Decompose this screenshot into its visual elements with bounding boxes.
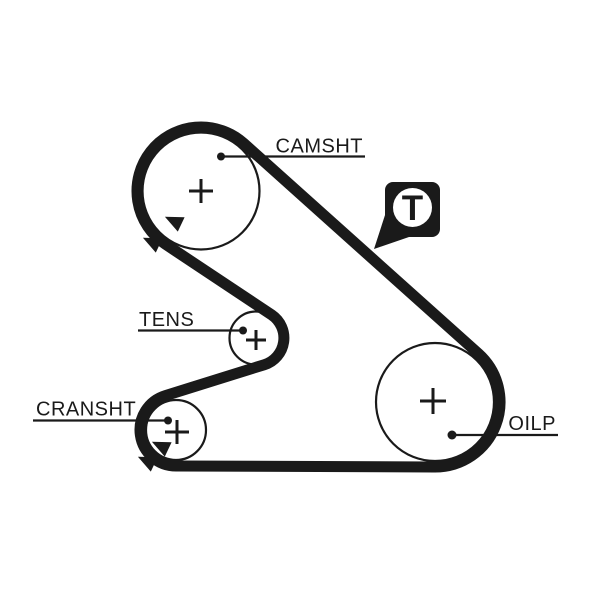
oil-pump-label-group: OILP: [447, 413, 558, 440]
tensioner-badge: T: [374, 182, 440, 249]
belt-direction-arrow-icon: [164, 216, 185, 232]
tensioner-label-group: TENS: [138, 309, 247, 335]
tensioner-leader-dot: [239, 326, 247, 335]
timing-belt: [131, 121, 506, 473]
camshaft-center-cross-icon: [189, 179, 213, 203]
badge-circle: [393, 188, 432, 227]
camshaft-label: CAMSHT: [276, 136, 363, 158]
oil-pump-center-cross-icon: [420, 388, 446, 414]
crankshaft-pulley: [144, 398, 208, 462]
oil-pump-leader-dot: [447, 430, 457, 440]
oil-pump-pulley: [374, 341, 496, 463]
belt-direction-arrow-icon: [142, 237, 163, 253]
tensioner-center-cross-icon: [246, 330, 266, 350]
tensioner-badge-letter-icon: T: [402, 189, 423, 228]
crankshaft-label: CRANSHT: [36, 399, 136, 421]
crankshaft-label-group: CRANSHT: [33, 399, 172, 425]
belt-direction-arrow-icon: [151, 441, 172, 457]
crankshaft-leader-dot: [164, 416, 172, 425]
camshaft-leader-dot: [217, 152, 225, 161]
crankshaft-center-cross-icon: [165, 420, 189, 444]
camshaft-label-group: CAMSHT: [217, 136, 365, 161]
tensioner-label: TENS: [139, 309, 194, 331]
oil-pump-label: OILP: [508, 413, 556, 435]
camshaft-pulley: [141, 131, 261, 251]
belt-direction-arrow-icon: [137, 456, 158, 472]
